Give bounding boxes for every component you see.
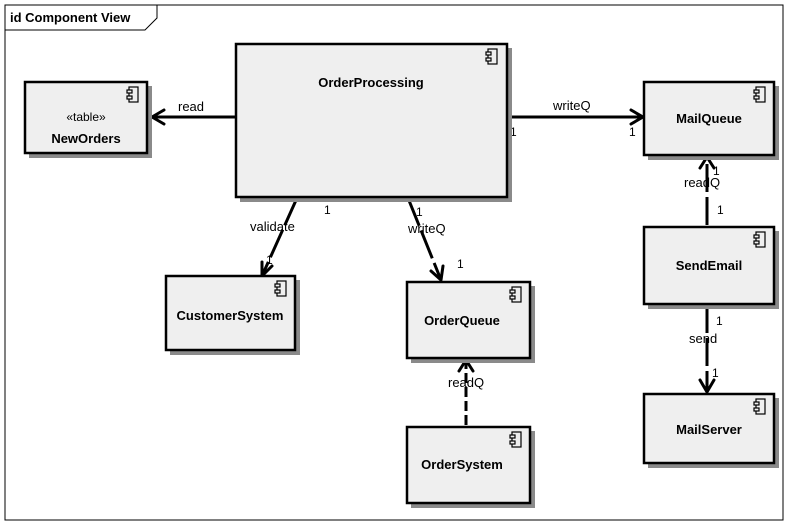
component-icon [753, 231, 766, 248]
component-customersystem[interactable]: CustomerSystem [164, 274, 300, 355]
component-name: MailQueue [676, 111, 742, 126]
connector-readq-orderqueue-label: readQ [448, 375, 484, 390]
connector-read-label: read [178, 99, 204, 114]
connector-send-label: send [689, 331, 717, 346]
connector-send-target-mult: 1 [712, 366, 719, 380]
connector-send[interactable]: send 1 1 [689, 305, 723, 394]
connector-writeq-mailqueue[interactable]: writeQ 1 1 [507, 98, 645, 139]
connector-writeq-orderqueue[interactable]: writeQ 1 1 [406, 197, 464, 282]
connector-read[interactable]: read [150, 99, 236, 126]
connector-validate[interactable]: validate 1 1 [250, 197, 331, 278]
connector-readq-mailqueue[interactable]: readQ 1 1 [684, 155, 724, 225]
component-icon [753, 398, 766, 415]
connector-validate-label: validate [250, 219, 295, 234]
connector-validate-target-mult: 1 [266, 253, 273, 267]
connectors: read writeQ 1 1 validate 1 1 writeQ 1 1 [150, 98, 724, 425]
component-name: OrderQueue [424, 313, 500, 328]
connector-writeq-orderqueue-source-mult: 1 [416, 205, 423, 219]
component-name: MailServer [676, 422, 742, 437]
frame-label: id Component View [10, 10, 131, 25]
component-stereotype: «table» [66, 110, 106, 124]
connector-writeq-mailqueue-source-mult: 1 [510, 125, 517, 139]
component-ordersystem[interactable]: OrderSystem [405, 425, 535, 508]
component-mailqueue[interactable]: MailQueue [642, 80, 779, 160]
component-orderqueue[interactable]: OrderQueue [405, 280, 535, 363]
component-icon [274, 280, 287, 297]
connector-writeq-mailqueue-label: writeQ [552, 98, 591, 113]
component-name: OrderProcessing [318, 75, 424, 90]
connector-writeq-orderqueue-label: writeQ [407, 221, 446, 236]
component-neworders[interactable]: «table» NewOrders [23, 80, 152, 158]
component-icon [509, 286, 522, 303]
diagram-frame: id Component View [4, 4, 784, 521]
component-icon [126, 86, 139, 103]
component-name: CustomerSystem [177, 308, 284, 323]
component-orderprocessing[interactable]: OrderProcessing [234, 42, 512, 202]
component-name: SendEmail [676, 258, 742, 273]
connector-validate-source-mult: 1 [324, 203, 331, 217]
component-name: NewOrders [51, 131, 120, 146]
connector-readq-mailqueue-target-mult: 1 [713, 164, 720, 178]
component-mailserver[interactable]: MailServer [642, 392, 779, 468]
connector-readq-orderqueue[interactable]: readQ [448, 358, 484, 425]
connector-send-source-mult: 1 [716, 314, 723, 328]
components: OrderProcessing «table» NewOrders MailQu… [23, 42, 779, 508]
connector-readq-mailqueue-source-mult: 1 [717, 203, 724, 217]
connector-writeq-mailqueue-target-mult: 1 [629, 125, 636, 139]
component-sendemail[interactable]: SendEmail [642, 225, 779, 309]
component-icon [485, 48, 498, 65]
component-icon [509, 431, 522, 448]
component-icon [753, 86, 766, 103]
component-name: OrderSystem [421, 457, 503, 472]
connector-writeq-orderqueue-target-mult: 1 [457, 257, 464, 271]
connector-readq-mailqueue-label: readQ [684, 175, 720, 190]
